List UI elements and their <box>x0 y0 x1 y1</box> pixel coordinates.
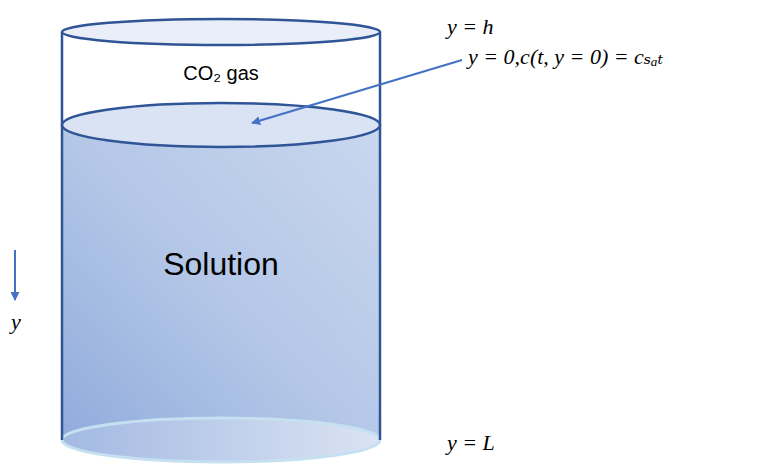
depth-label: y = L <box>447 430 495 456</box>
gas-region: CO₂ gas <box>64 50 378 100</box>
boundary-condition: y = 0,c(t, y = 0) = cₛₐₜ <box>468 44 663 70</box>
region-label: Solution <box>163 246 279 283</box>
axis-label: y <box>11 309 21 335</box>
region-label: CO₂ gas <box>183 62 259 85</box>
right-wall <box>379 32 382 440</box>
top-rim <box>62 19 380 45</box>
bottom-ellipse <box>62 418 380 462</box>
callout-arrow <box>252 60 462 123</box>
axis-arrow <box>14 250 16 300</box>
gas-space <box>62 32 380 147</box>
height-label: y = h <box>447 14 494 40</box>
left-wall <box>61 32 64 440</box>
liquid-body <box>62 125 380 462</box>
liquid-surface <box>62 103 380 147</box>
solution-region: Solution <box>64 150 378 416</box>
